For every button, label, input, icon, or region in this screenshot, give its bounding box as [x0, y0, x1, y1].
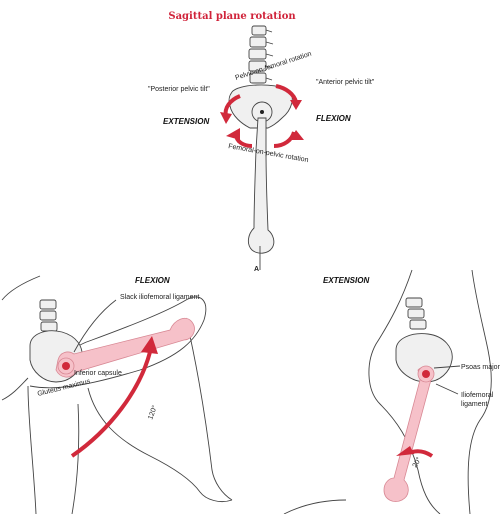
- extension-panel-title: EXTENSION: [323, 276, 369, 285]
- flexion-angle-label: 120°: [146, 404, 159, 421]
- extension-femur: [384, 367, 432, 501]
- slack-ligament-line: [74, 300, 116, 352]
- inferior-capsule-label: Inferior capsule: [74, 370, 122, 377]
- panel-a-femur: [248, 118, 273, 253]
- iliofemoral-ligament-label: ligament: [461, 401, 488, 408]
- extension-spine: [406, 298, 426, 329]
- slack-ligament-label: Slack iliofemoral ligament: [120, 294, 199, 301]
- extension-arrow: [412, 451, 432, 456]
- panel-extension: EXTENSION Psoas major Iliofemoral ligame…: [284, 270, 501, 514]
- pelvic-on-femoral-label: Pelvic-on-femoral rotation: [234, 51, 312, 82]
- panel-a-flexion-label: FLEXION: [316, 114, 351, 123]
- panel-flexion: FLEXION Slack iliofemoral ligament Infer…: [2, 276, 232, 514]
- femoral-on-pelvic-label: Femoral-on-pelvic rotation: [228, 143, 309, 164]
- flexion-spine: [40, 300, 57, 331]
- iliofemoral-label: Iliofemoral: [461, 392, 494, 399]
- posterior-pelvic-tilt-label: "Posterior pelvic tilt": [148, 86, 210, 93]
- flexion-panel-title: FLEXION: [135, 276, 170, 285]
- panel-a-sagittal-rotation: Sagittal plane rotation Pelv: [148, 11, 375, 273]
- extension-angle-label: 20°: [411, 456, 423, 469]
- psoas-major-label: Psoas major: [461, 364, 501, 371]
- anterior-pelvic-tilt-label: "Anterior pelvic tilt": [316, 79, 375, 86]
- panel-a-title: Sagittal plane rotation: [168, 11, 296, 22]
- panel-letter-a: A: [254, 266, 259, 273]
- panel-a-extension-label: EXTENSION: [163, 117, 209, 126]
